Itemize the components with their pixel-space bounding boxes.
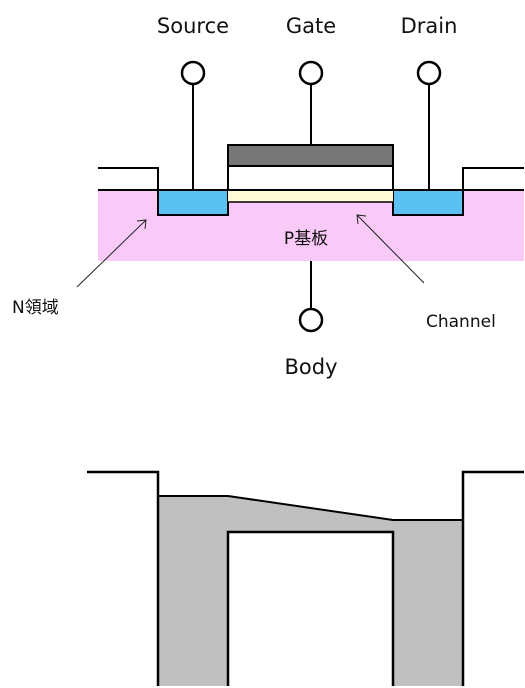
gate-oxide [227, 165, 394, 191]
mosfet-cross-section: Source Gate Drain Body P基板 N領域 Channel [12, 14, 524, 379]
substrate-label: P基板 [284, 229, 328, 249]
channel-label: Channel [426, 312, 496, 332]
drain-terminal [416, 60, 442, 86]
gate-terminal [298, 60, 324, 86]
potential-slope-edge [158, 495, 463, 521]
n-region-arrowhead [136, 219, 147, 230]
body-label: Body [284, 355, 337, 379]
potential-outline-left [87, 470, 160, 686]
potential-profile-diagram [87, 470, 524, 686]
source-terminal [180, 60, 206, 86]
potential-fill [158, 496, 463, 686]
gate-label: Gate [286, 14, 336, 38]
source-n-region [157, 189, 229, 216]
source-label: Source [157, 14, 229, 38]
right-outline [462, 167, 524, 190]
drain-label: Drain [401, 14, 458, 38]
drain-n-region [392, 189, 464, 216]
gate-electrode [227, 144, 394, 167]
left-outline [98, 167, 159, 190]
potential-outline-right [461, 470, 524, 686]
n-region-pointer [76, 219, 147, 288]
channel-pointer [356, 214, 425, 284]
n-region-label: N領域 [12, 298, 59, 318]
channel-arrowhead [356, 214, 367, 225]
body-terminal [298, 307, 324, 333]
potential-barrier-outline [226, 530, 395, 686]
channel-region [228, 190, 393, 202]
